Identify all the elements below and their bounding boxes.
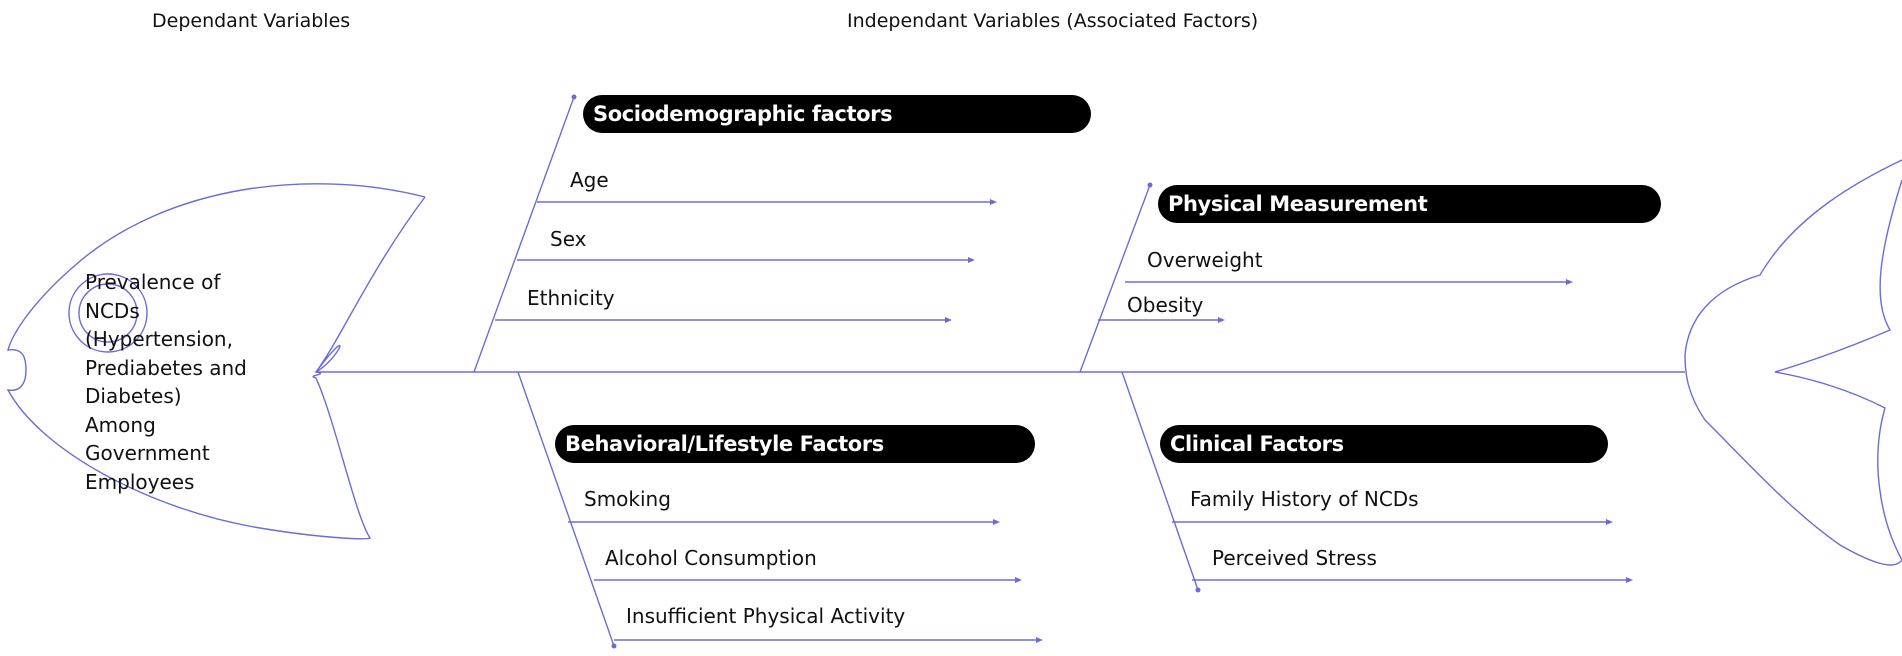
decor-circle-outer	[68, 273, 148, 353]
factor-alcohol-consumption: Alcohol Consumption	[605, 546, 817, 570]
head-line: Diabetes)	[85, 384, 182, 408]
head-line: Among	[85, 412, 156, 437]
fish-head-outline	[6, 183, 426, 540]
decor-circle-inner	[78, 283, 138, 343]
category-sociodemographic: Sociodemographic factors	[583, 95, 1091, 133]
category-clinical: Clinical Factors	[1160, 425, 1608, 463]
branch-physical	[1079, 184, 1151, 373]
fish-tail-outline	[1684, 159, 1902, 566]
head-line: (Hypertension,	[85, 327, 233, 351]
factor-age: Age	[570, 168, 609, 192]
branch-clinical	[1121, 371, 1199, 591]
branch-behavioral	[517, 371, 615, 647]
category-behavioral: Behavioral/Lifestyle Factors	[555, 425, 1035, 463]
factor-overweight: Overweight	[1147, 248, 1263, 272]
factor-family-history: Family History of NCDs	[1190, 487, 1419, 511]
independent-variables-header: Independant Variables (Associated Factor…	[847, 10, 1259, 32]
head-line: Employees	[85, 469, 195, 494]
factor-obesity: Obesity	[1127, 293, 1204, 317]
factor-sex: Sex	[550, 227, 587, 251]
dependent-variable-text: Prevalence of NCDs (Hypertension, Predia…	[85, 268, 247, 496]
factor-perceived-stress: Perceived Stress	[1212, 546, 1377, 570]
head-line: Prevalence of	[85, 270, 221, 294]
factor-ethnicity: Ethnicity	[527, 286, 615, 310]
head-line: NCDs	[85, 298, 140, 323]
factor-insufficient-physical-activity: Insufficient Physical Activity	[626, 604, 906, 628]
factor-smoking: Smoking	[584, 487, 671, 511]
head-line: Government	[85, 441, 210, 465]
dependent-variables-header: Dependant Variables	[152, 10, 351, 32]
head-line: Prediabetes and	[85, 355, 247, 380]
category-physical-measurement: Physical Measurement	[1158, 185, 1661, 223]
branch-sociodemographic	[473, 96, 575, 373]
